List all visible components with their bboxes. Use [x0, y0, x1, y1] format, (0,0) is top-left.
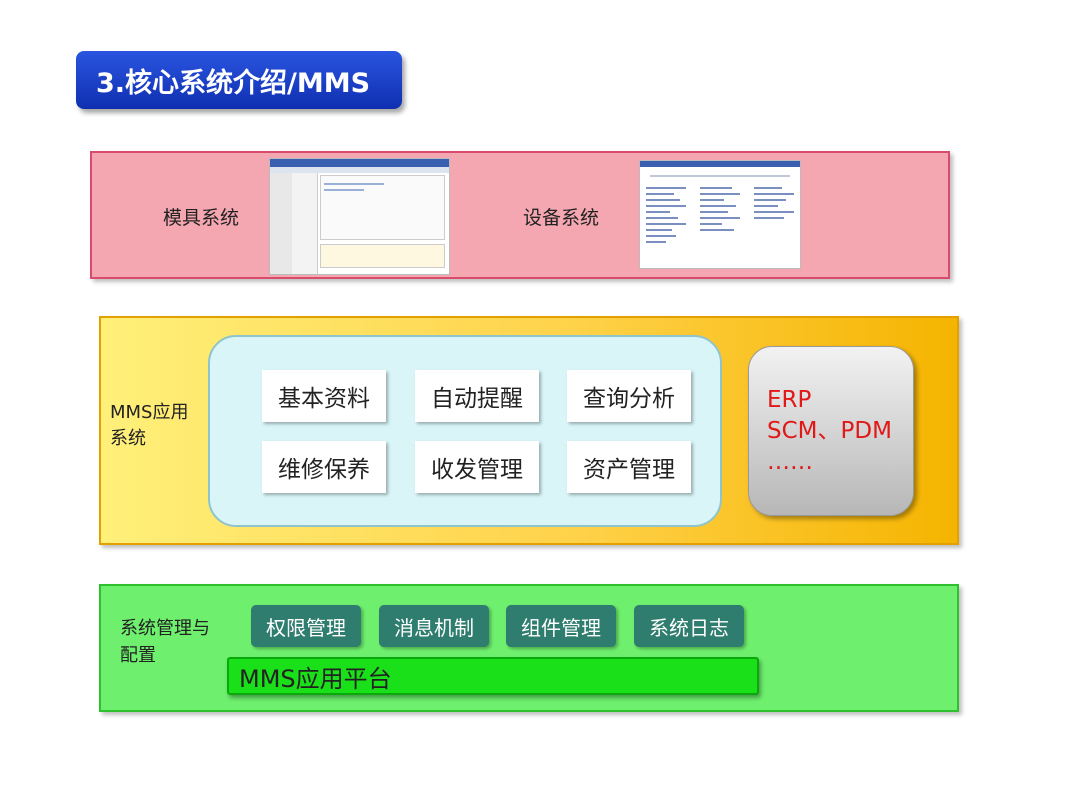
mms-application-label: MMS应用 系统: [110, 402, 189, 449]
equipment-system-label: 设备系统: [523, 207, 600, 229]
mms-platform-bar: MMS应用平台: [227, 657, 759, 695]
equipment-system-screenshot: [639, 160, 801, 269]
application-modules-panel: [208, 335, 722, 527]
module-auto-reminder: 自动提醒: [415, 370, 539, 422]
business-systems-layer: [90, 151, 950, 279]
module-query-analysis: 查询分析: [567, 370, 691, 422]
page-title: 3.核心系统介绍/MMS: [76, 51, 402, 109]
system-management-label: 系统管理与 配置: [120, 618, 210, 666]
module-dispatch-receipt: 收发管理: [415, 441, 539, 493]
external-systems-box: ERP SCM、PDM ……: [748, 346, 914, 516]
permission-management-box: 权限管理: [251, 605, 361, 647]
mold-system-screenshot: [269, 158, 450, 275]
messaging-mechanism-box: 消息机制: [379, 605, 489, 647]
mold-system-label: 模具系统: [163, 207, 240, 229]
module-maintenance: 维修保养: [262, 441, 386, 493]
module-asset-management: 资产管理: [567, 441, 691, 493]
component-management-box: 组件管理: [506, 605, 616, 647]
module-basic-data: 基本资料: [262, 370, 386, 422]
system-log-box: 系统日志: [634, 605, 744, 647]
